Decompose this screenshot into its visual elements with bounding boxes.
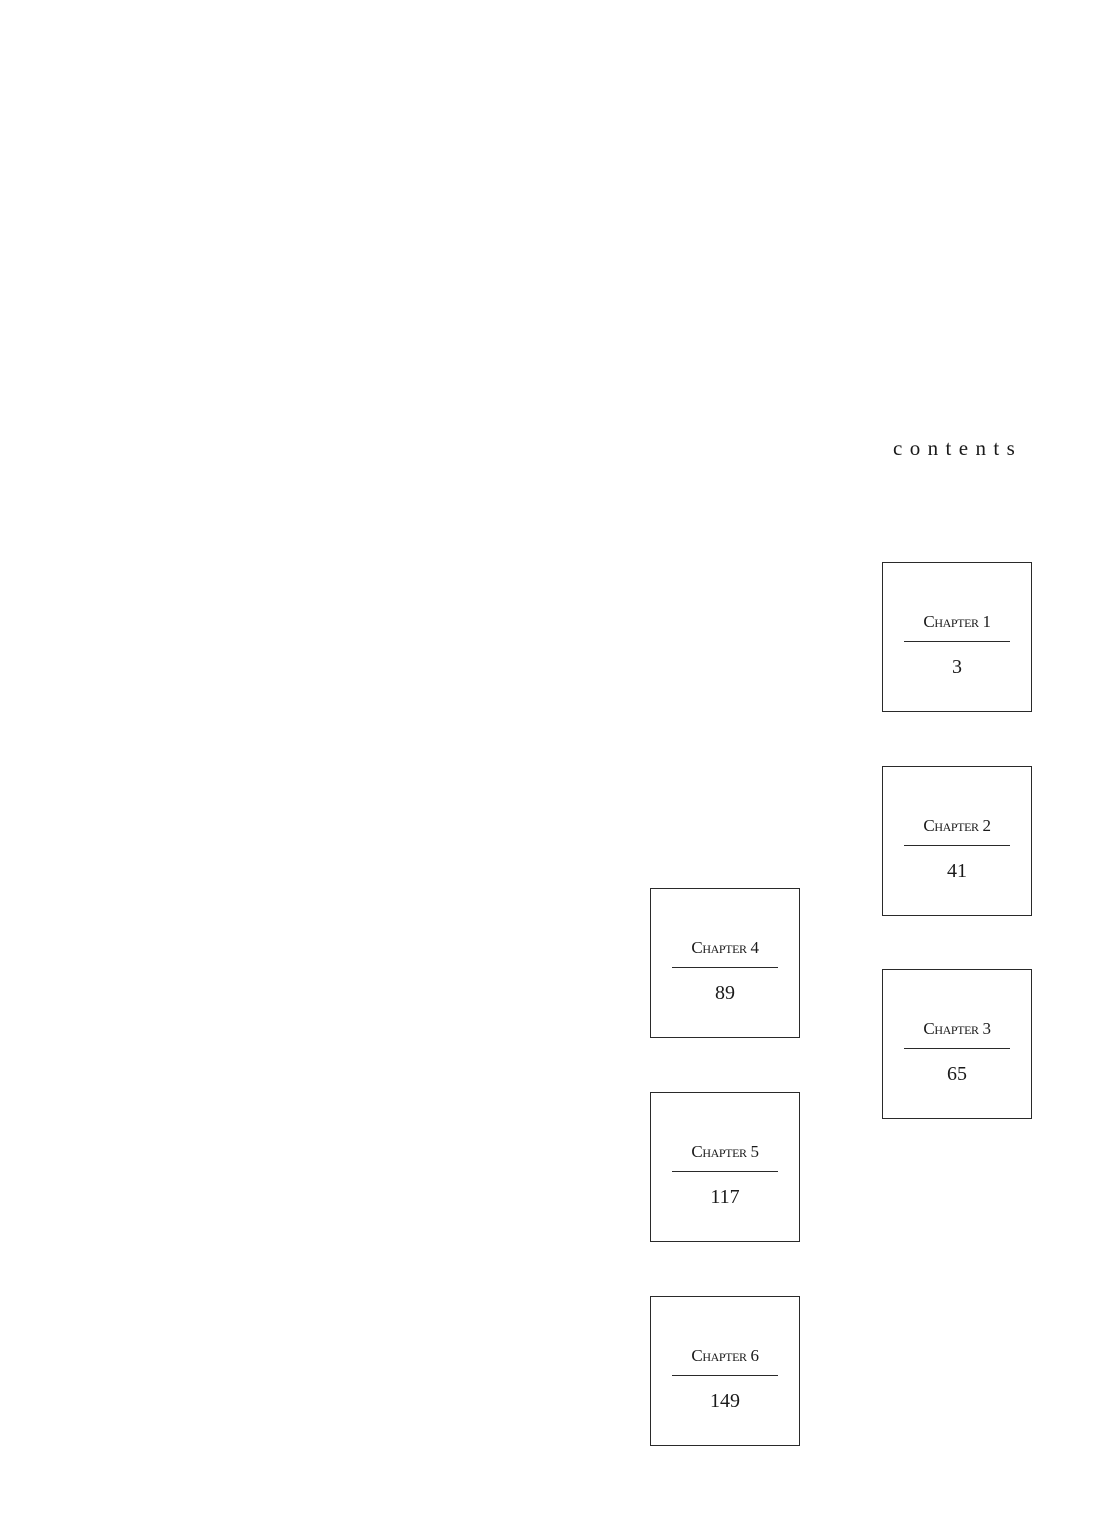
chapter-2-title: Chapter 2 bbox=[904, 807, 1010, 846]
chapter-5-page-number: 117 bbox=[710, 1186, 740, 1208]
chapter-label: Chapter bbox=[923, 612, 979, 631]
chapter-6-page-number: 149 bbox=[710, 1390, 740, 1412]
chapter-3-page-number: 65 bbox=[947, 1063, 967, 1085]
chapter-4-page-number: 89 bbox=[715, 982, 735, 1004]
chapter-4-title: Chapter 4 bbox=[672, 929, 778, 968]
chapter-label: Chapter bbox=[691, 938, 747, 957]
chapter-3-entry[interactable]: Chapter 3 65 bbox=[882, 969, 1032, 1119]
chapter-4-entry[interactable]: Chapter 4 89 bbox=[650, 888, 800, 1038]
chapter-6-entry[interactable]: Chapter 6 149 bbox=[650, 1296, 800, 1446]
chapter-5-title: Chapter 5 bbox=[672, 1133, 778, 1172]
chapter-number: 6 bbox=[750, 1346, 759, 1365]
chapter-1-title: Chapter 1 bbox=[904, 603, 1010, 642]
chapter-1-entry[interactable]: Chapter 1 3 bbox=[882, 562, 1032, 712]
chapter-number: 4 bbox=[750, 938, 759, 957]
chapter-2-entry[interactable]: Chapter 2 41 bbox=[882, 766, 1032, 916]
chapter-1-page-number: 3 bbox=[952, 656, 962, 678]
chapter-number: 5 bbox=[750, 1142, 759, 1161]
chapter-label: Chapter bbox=[923, 816, 979, 835]
chapter-number: 2 bbox=[982, 816, 991, 835]
chapter-6-title: Chapter 6 bbox=[672, 1337, 778, 1376]
chapter-label: Chapter bbox=[691, 1142, 747, 1161]
chapter-number: 1 bbox=[982, 612, 991, 631]
chapter-label: Chapter bbox=[923, 1019, 979, 1038]
chapter-2-page-number: 41 bbox=[947, 860, 967, 882]
chapter-label: Chapter bbox=[691, 1346, 747, 1365]
chapter-3-title: Chapter 3 bbox=[904, 1010, 1010, 1049]
chapter-5-entry[interactable]: Chapter 5 117 bbox=[650, 1092, 800, 1242]
chapter-number: 3 bbox=[982, 1019, 991, 1038]
contents-heading: contents bbox=[893, 436, 1023, 460]
